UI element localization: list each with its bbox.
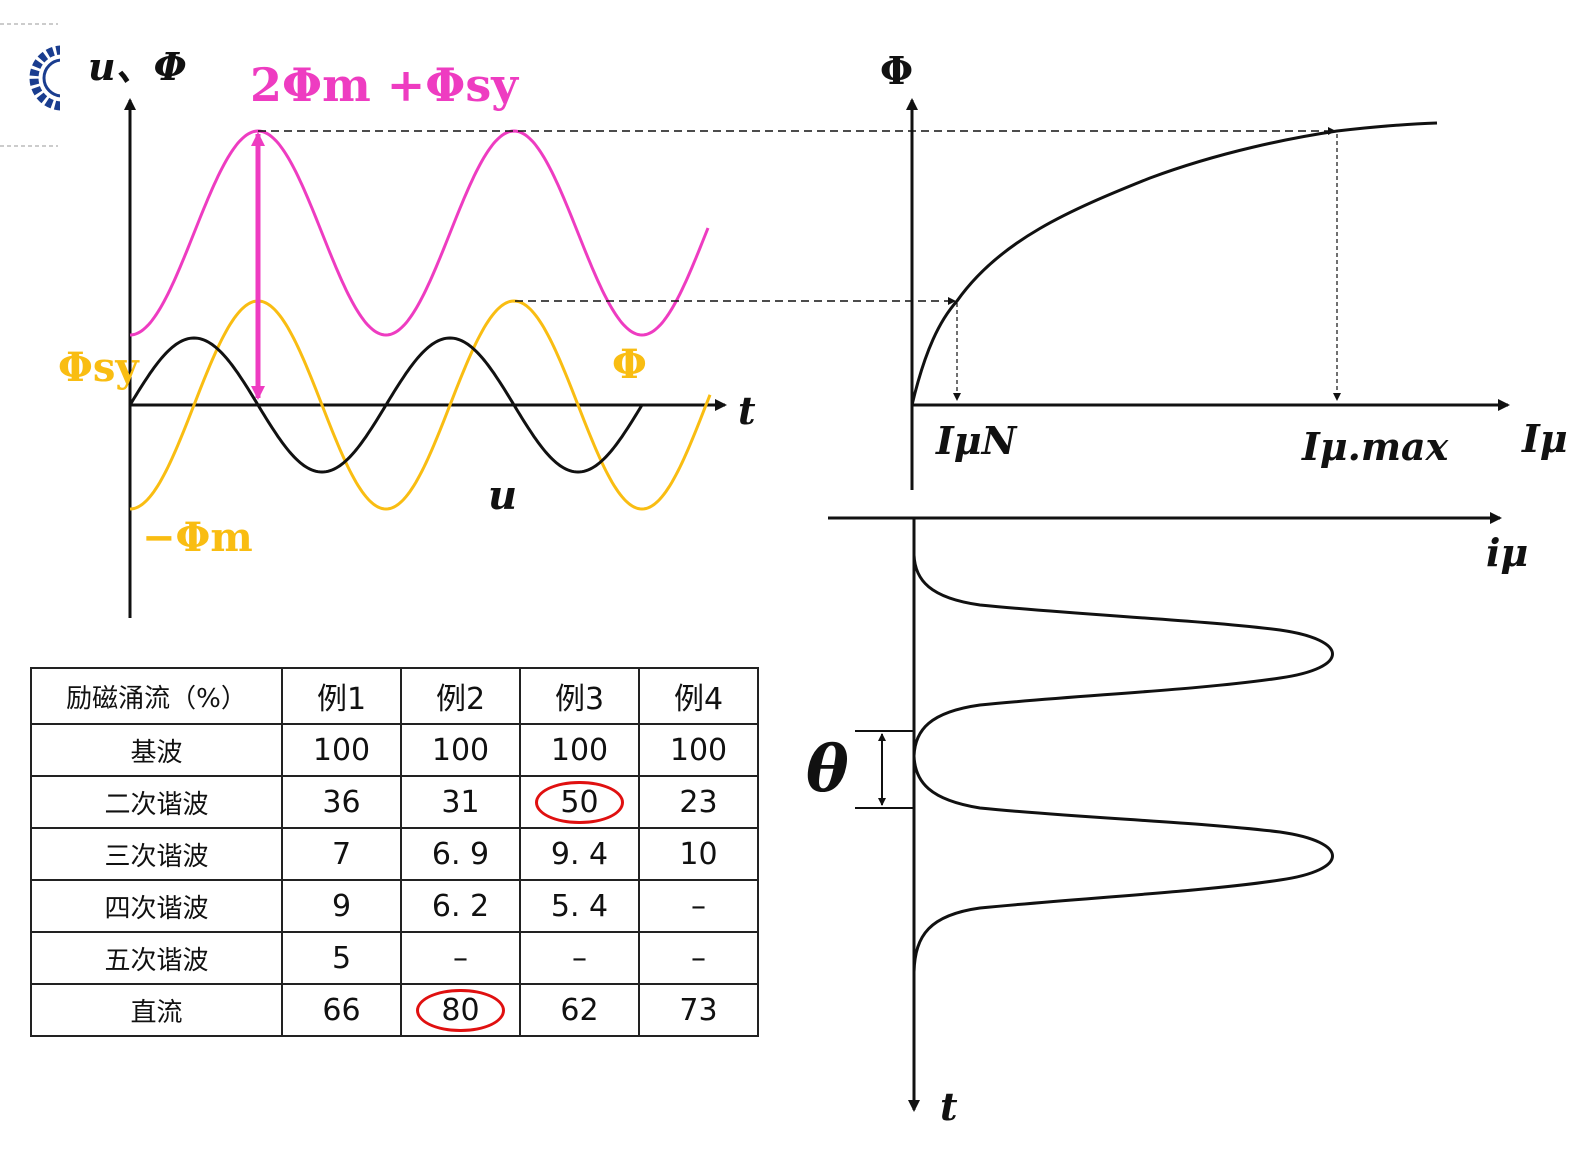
table-cell: 73: [638, 983, 759, 1037]
table-cell: 二次谐波: [30, 775, 283, 829]
right-top-y-axis-label: Φ: [880, 48, 914, 93]
right-top-x-axis-label: Iμ: [1522, 416, 1568, 461]
table-cell: 直流: [30, 983, 283, 1037]
table-row: 直流 66 80 62 73: [30, 983, 759, 1037]
table-cell: 100: [638, 723, 759, 777]
label-phi: Φ: [612, 341, 647, 388]
table-cell: 10: [638, 827, 759, 881]
voltage-curve: [128, 336, 644, 474]
table-cell: 31: [400, 775, 521, 829]
label-2phi-m-plus-phi-sy: 2Φm +Φsy: [250, 58, 519, 112]
right-bottom-x-axis-label: iμ: [1486, 530, 1529, 575]
highlight-circle: 50: [535, 780, 624, 824]
table-cell: –: [400, 931, 521, 985]
table-cell: 5: [281, 931, 402, 985]
table-cell: 9: [281, 879, 402, 933]
table-cell: –: [638, 931, 759, 985]
table-row: 四次谐波 9 6. 2 5. 4 –: [30, 879, 759, 933]
label-i-mu-n: IμN: [936, 418, 1017, 463]
table-row: 二次谐波 36 31 50 23: [30, 775, 759, 829]
table-header-cell: 例4: [638, 667, 759, 725]
table-header-cell: 例2: [400, 667, 521, 725]
table-cell: 6. 9: [400, 827, 521, 881]
table-cell: 基波: [30, 723, 283, 777]
label-neg-phi-m: −Φm: [142, 514, 253, 561]
table-cell: 五次谐波: [30, 931, 283, 985]
table-row: 基波 100 100 100 100: [30, 723, 759, 777]
table-cell: 5. 4: [519, 879, 640, 933]
left-y-axis-label: u、Φ: [88, 44, 187, 89]
right-bottom-t-axis-label: t: [940, 1084, 958, 1129]
table-cell-highlighted: 80: [400, 983, 521, 1037]
label-u: u: [488, 472, 518, 519]
table-header-cell: 励磁涌流（%）: [30, 667, 283, 725]
table-header-cell: 例3: [519, 667, 640, 725]
phi-offset-curve: [129, 129, 710, 337]
table-cell: 9. 4: [519, 827, 640, 881]
table-cell: –: [519, 931, 640, 985]
table-cell: 四次谐波: [30, 879, 283, 933]
magnetization-curve: [910, 121, 1438, 406]
table-cell: 36: [281, 775, 402, 829]
table-header-row: 励磁涌流（%） 例1 例2 例3 例4: [30, 667, 759, 725]
university-logo-icon: [0, 23, 60, 147]
table-cell: 62: [519, 983, 640, 1037]
theta-label: θ: [806, 732, 849, 807]
table-cell: 6. 2: [400, 879, 521, 933]
table-cell: 三次谐波: [30, 827, 283, 881]
table-cell: 100: [400, 723, 521, 777]
highlight-circle: 80: [416, 988, 505, 1032]
left-x-axis-label: t: [738, 388, 756, 433]
table-row: 三次谐波 7 6. 9 9. 4 10: [30, 827, 759, 881]
label-i-mu-max: Iμ.max: [1302, 424, 1449, 469]
label-phi-sy: Φsy: [58, 344, 139, 391]
inrush-current-curve: [912, 554, 1334, 973]
table-cell: –: [638, 879, 759, 933]
table-header-cell: 例1: [281, 667, 402, 725]
table-cell: 7: [281, 827, 402, 881]
table-cell: 23: [638, 775, 759, 829]
phi-curve: [129, 299, 712, 511]
table-cell-highlighted: 50: [519, 775, 640, 829]
table-cell: 100: [519, 723, 640, 777]
table-row: 五次谐波 5 – – –: [30, 931, 759, 985]
table-cell: 66: [281, 983, 402, 1037]
table-cell: 100: [281, 723, 402, 777]
harmonic-table: 励磁涌流（%） 例1 例2 例3 例4 基波 100 100 100 100 二…: [30, 667, 759, 1037]
